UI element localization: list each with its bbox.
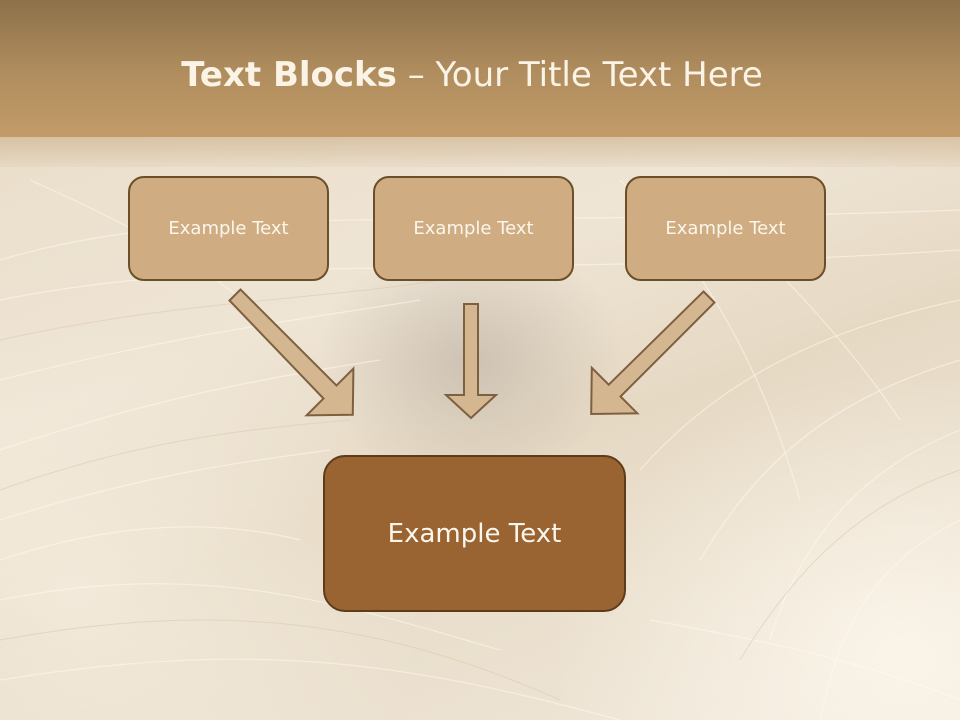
top-box-right-label: Example Text <box>665 218 786 239</box>
slide-title-bold: Text Blocks <box>181 55 397 95</box>
slide-title-separator: – <box>396 55 436 95</box>
arrow-center-down <box>443 303 499 420</box>
slide-title: Text Blocks – Your Title Text Here <box>0 52 944 98</box>
bottom-box-main-label: Example Text <box>387 518 562 549</box>
title-bar-shadow-band <box>0 137 960 167</box>
top-box-left[interactable]: Example Text <box>128 176 329 281</box>
top-box-center[interactable]: Example Text <box>373 176 574 281</box>
top-box-right[interactable]: Example Text <box>625 176 826 281</box>
top-box-left-label: Example Text <box>168 218 289 239</box>
arrow-right-diagonal <box>590 290 716 416</box>
arrow-left-diagonal <box>228 288 355 417</box>
title-bar <box>0 0 960 137</box>
top-box-center-label: Example Text <box>413 218 534 239</box>
slide-title-rest: Your Title Text Here <box>435 55 763 95</box>
bottom-box-main[interactable]: Example Text <box>323 455 626 612</box>
